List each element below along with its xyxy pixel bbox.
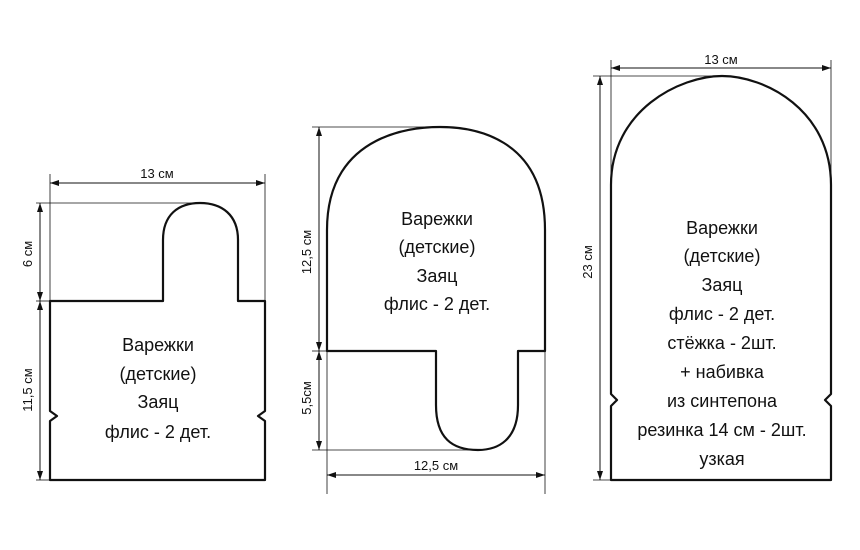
pattern-1-height-dimension: 6 см 11,5 см [20, 202, 200, 481]
pattern-2-height-thumb-label: 5,5см [299, 381, 314, 415]
pattern-3-width-label: 13 см [704, 52, 738, 67]
pattern-3: 13 см 23 см Варежки (детские) Заяц флис … [580, 52, 833, 482]
pattern-1-label-line: Варежки [122, 335, 194, 355]
pattern-3-label-line: + набивка [680, 362, 765, 382]
pattern-3-label-line: Заяц [702, 275, 743, 295]
pattern-3-height-label: 23 см [580, 245, 595, 279]
pattern-2-width-label: 12,5 см [414, 458, 458, 473]
pattern-2-height-top-label: 12,5 см [299, 230, 314, 274]
pattern-3-outline [609, 74, 833, 482]
pattern-2-width-dimension: 12,5 см [326, 351, 546, 494]
pattern-2-label-line: флис - 2 дет. [384, 294, 490, 314]
pattern-3-width-dimension: 13 см [610, 52, 832, 185]
pattern-1-label-line: Заяц [138, 392, 179, 412]
pattern-2-label: Варежки (детские) Заяц флис - 2 дет. [384, 209, 490, 314]
pattern-1-label: Варежки (детские) Заяц флис - 2 дет. [105, 335, 211, 442]
pattern-3-label-line: (детские) [684, 246, 761, 266]
pattern-1-body-height-label: 11,5 см [20, 368, 35, 411]
pattern-1-width-dimension: 13 см [49, 166, 266, 301]
pattern-3-label-line: флис - 2 дет. [669, 304, 775, 324]
pattern-3-label: Варежки (детские) Заяц флис - 2 дет. стё… [637, 218, 806, 469]
pattern-3-label-line: узкая [699, 449, 744, 469]
pattern-2: 12,5 см 5,5см 12,5 см Варежки (детские) … [299, 125, 547, 494]
pattern-2-label-line: (детские) [399, 237, 476, 257]
pattern-3-label-line: стёжка - 2шт. [667, 333, 776, 353]
pattern-2-label-line: Варежки [401, 209, 473, 229]
pattern-1-outline [48, 201, 267, 482]
pattern-3-label-line: из синтепона [667, 391, 778, 411]
pattern-3-label-line: Варежки [686, 218, 758, 238]
pattern-2-label-line: Заяц [417, 266, 458, 286]
pattern-1-width-label: 13 см [140, 166, 174, 181]
pattern-2-outline [325, 125, 547, 452]
pattern-1: 13 см 6 см 11,5 см Варежки (детские) Зая… [20, 166, 267, 482]
pattern-3-height-dimension: 23 см [580, 75, 722, 481]
pattern-3-label-line: резинка 14 см - 2шт. [637, 420, 806, 440]
pattern-2-height-dimension: 12,5 см 5,5см [299, 126, 478, 451]
pattern-1-label-line: (детские) [120, 364, 197, 384]
pattern-1-thumb-height-label: 6 см [20, 241, 35, 267]
pattern-1-label-line: флис - 2 дет. [105, 422, 211, 442]
